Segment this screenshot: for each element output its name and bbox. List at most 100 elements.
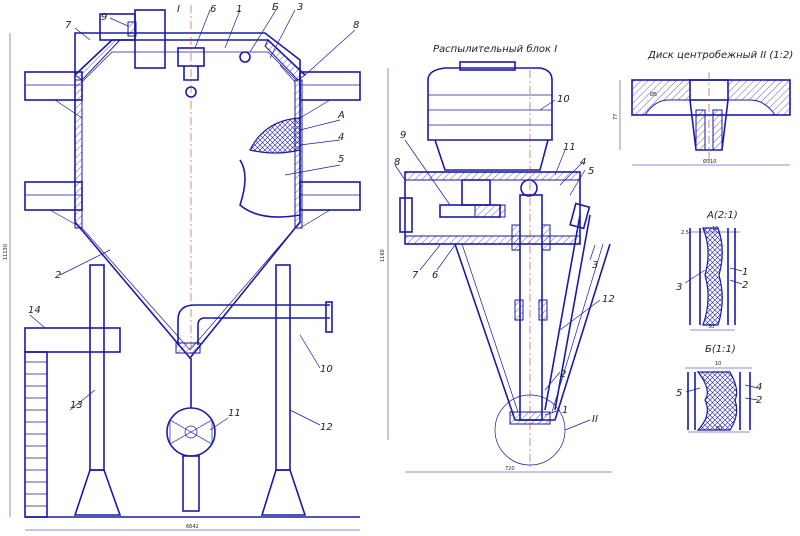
spray-callout-view-ii: II — [592, 414, 598, 425]
disk-view — [619, 72, 791, 166]
pipe-inlet — [175, 342, 201, 354]
breakout-line — [239, 159, 301, 218]
section-a-dim-bottom: 30 — [708, 324, 714, 330]
main-callout-view-a: А — [337, 110, 345, 121]
main-leaders — [29, 9, 356, 431]
platform-top-right — [299, 71, 361, 101]
disk-title: Диск центробежный II (1:2) — [647, 49, 793, 61]
wall-insulation-left — [74, 79, 83, 229]
section-a-wall-right — [727, 228, 736, 325]
spray-callout-5: 5 — [588, 166, 594, 177]
leg-right — [275, 264, 291, 471]
spray-callout-3: 3 — [592, 260, 598, 271]
disk-inner-dim: Ø5 — [650, 91, 657, 98]
mesh-breakout — [249, 117, 301, 154]
chamber-inner-wall — [81, 64, 296, 351]
housing-top-wall — [404, 171, 581, 181]
section-b-wall-left — [687, 372, 696, 430]
main-callout-10: 10 — [320, 364, 333, 375]
spray-width-dim: 720 — [505, 466, 515, 472]
spray-unit-title: Распылительный блок I — [433, 43, 557, 55]
shaft-top-nut — [520, 179, 538, 197]
spray-callout-8: 8 — [394, 157, 400, 168]
spray-callout-4: 4 — [580, 157, 586, 168]
foot-left — [73, 469, 122, 516]
ladder-rungs — [25, 361, 47, 507]
main-callout-4: 4 — [338, 132, 344, 143]
section-b-dim-bottom: 60 — [716, 426, 722, 432]
gear-block — [461, 179, 491, 206]
section-a-title: А(2:1) — [706, 210, 738, 221]
disk-shaft — [689, 99, 729, 151]
main-callout-9: 9 — [101, 12, 107, 23]
disk-left-half — [631, 79, 691, 116]
section-b-callout-4: 4 — [756, 382, 762, 393]
main-dryer-view — [9, 5, 361, 531]
section-a-dim-top-left: 2.5 — [681, 230, 689, 236]
section-b-wall-right — [739, 372, 751, 430]
top-flange — [127, 21, 137, 37]
section-b-callout-2: 2 — [756, 395, 762, 406]
section-a-wall-left — [689, 228, 701, 325]
disk-width-dim: Ø310 — [703, 158, 716, 165]
platform-low — [24, 327, 121, 353]
section-b-dim-top: 10 — [715, 361, 721, 367]
section-a-callout-1: 1 — [742, 267, 748, 278]
feed-pipe — [544, 214, 591, 411]
main-callout-5: 5 — [338, 154, 344, 165]
platform-mid-right — [299, 181, 361, 211]
pipe-flange — [325, 301, 333, 333]
main-callout-13: 13 — [70, 400, 83, 411]
main-callout-6: 6 — [210, 4, 216, 15]
motor-housing — [427, 67, 553, 141]
section-b-view — [685, 367, 759, 433]
main-callout-2: 2 — [55, 270, 61, 281]
fan-stand — [182, 455, 200, 512]
main-callout-14: 14 — [28, 305, 41, 316]
disk-right-half — [727, 79, 791, 116]
spray-callout-10: 10 — [557, 94, 570, 105]
spray-callout-12: 12 — [602, 294, 615, 305]
housing-bottom-wall — [404, 235, 581, 245]
main-width-dim: 6642 — [186, 524, 199, 530]
main-callout-1: 1 — [236, 4, 242, 15]
inspection-port — [239, 51, 251, 63]
main-callout-view-b: Б — [272, 2, 279, 13]
main-callout-7: 7 — [65, 20, 72, 31]
main-callout-8: 8 — [353, 20, 359, 31]
motor-cap — [459, 61, 516, 71]
section-a-callout-2: 2 — [742, 280, 748, 291]
spray-leaders — [394, 99, 601, 431]
section-a-mesh — [702, 227, 723, 326]
spray-callout-11: 11 — [563, 142, 576, 153]
spray-height-dim: 1160 — [380, 249, 386, 262]
main-callout-3: 3 — [297, 2, 303, 13]
section-a-callout-3: 3 — [676, 282, 682, 293]
main-callout-11: 11 — [228, 408, 241, 419]
top-duct — [134, 9, 166, 69]
spray-callout-1: 1 — [562, 405, 568, 416]
spray-callout-9: 9 — [400, 130, 406, 141]
roof-insulation-left — [74, 39, 122, 81]
spray-callout-7: 7 — [412, 270, 419, 281]
motor-fins — [428, 94, 552, 126]
platform-mid-left — [24, 181, 83, 211]
spray-callout-2: 2 — [560, 369, 566, 380]
wall-insulation-right — [294, 79, 303, 229]
outlet-pipe — [177, 304, 330, 345]
chamber-outer-wall — [74, 32, 301, 360]
roof-inner — [81, 51, 299, 83]
foot-right — [260, 469, 307, 516]
section-a-view — [684, 227, 743, 331]
leg-left — [89, 264, 105, 471]
section-b-title: Б(1:1) — [705, 344, 736, 355]
main-height-dim: 11130 — [3, 244, 9, 260]
section-b-callout-5: 5 — [676, 388, 682, 399]
main-callout-view-i: I — [177, 4, 180, 15]
section-a-dim-top-mid: 10 — [712, 226, 718, 232]
ladder — [24, 351, 48, 518]
disk-height-dim: 77 — [613, 114, 619, 120]
section-b-mesh — [696, 371, 738, 431]
motor-base — [434, 139, 549, 171]
